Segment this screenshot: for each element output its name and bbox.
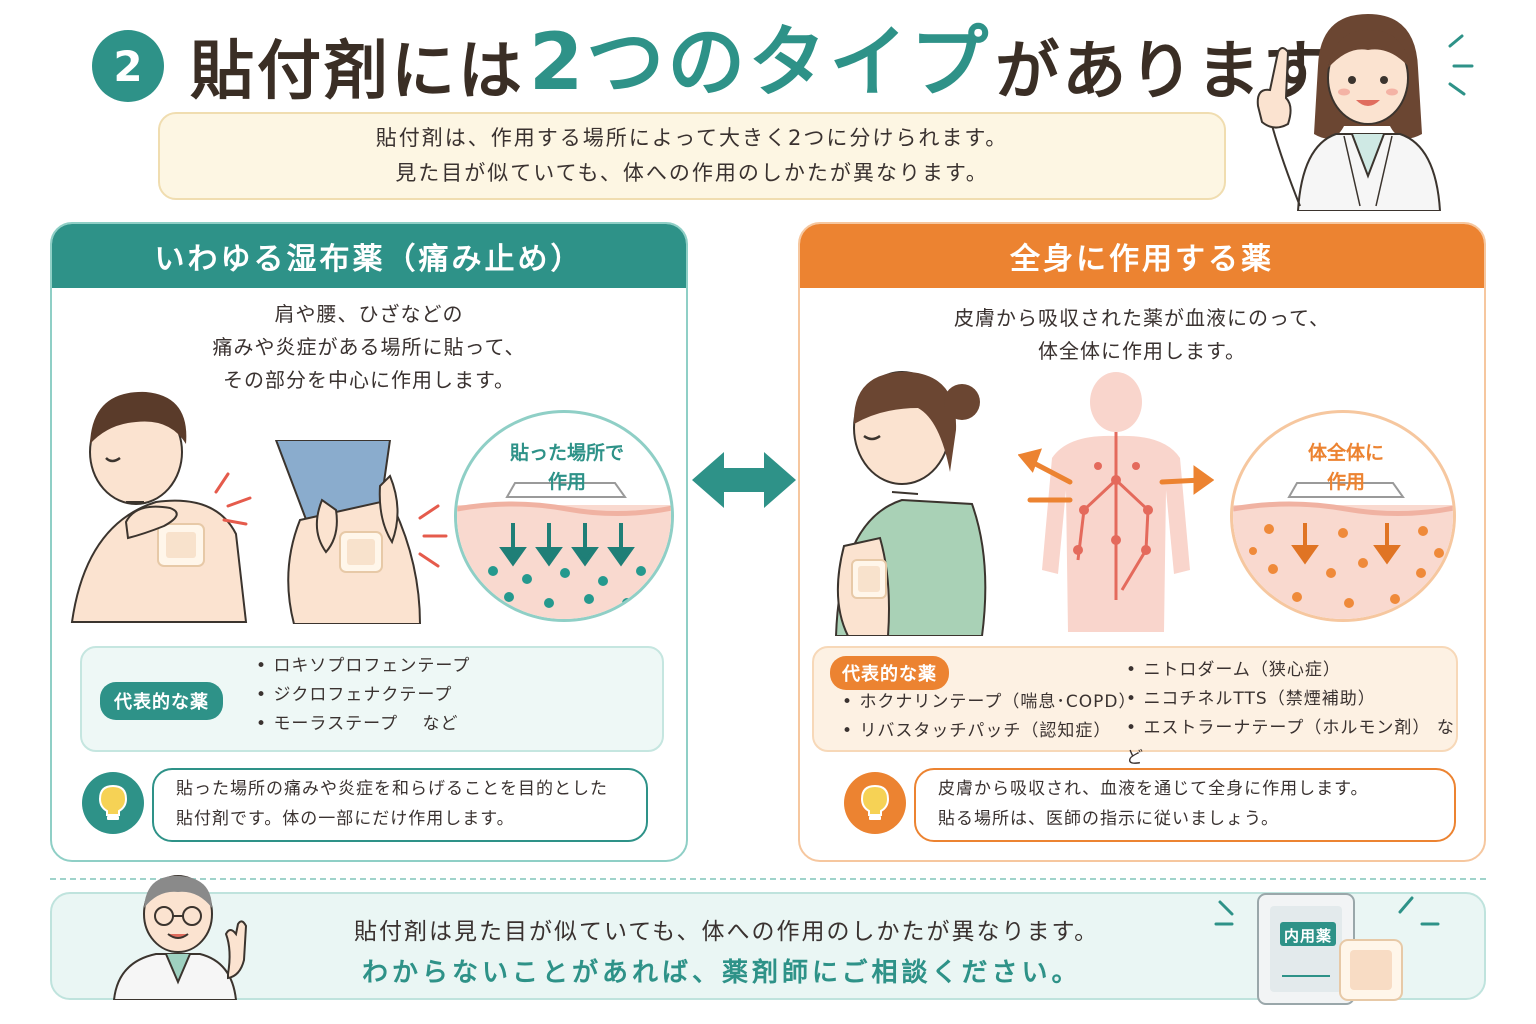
pharmacist-man-waving [112, 875, 248, 1000]
systemic-skin-circle: 体全体に 作用 [1230, 410, 1456, 622]
systemic-patch-description: 皮膚から吸収された薬が血液にのって、 体全体に作用します。 [800, 302, 1484, 368]
systemic-drug-item: ニコチネルTTS（禁煙補助） [1126, 685, 1456, 714]
systemic-circle-label: 体全体に 作用 [1233, 439, 1453, 496]
step-number-badge: 2 [92, 30, 164, 102]
local-desc-line-1: 肩や腰、ひざなどの [274, 302, 464, 326]
systemic-desc-line-2: 体全体に作用します。 [1038, 339, 1246, 363]
title-accent: 2つのタイプ [529, 18, 992, 108]
body-bloodstream-illustration [1018, 372, 1214, 632]
page-title: 貼付剤には 2つのタイプ があります [190, 18, 1330, 112]
local-tip-line-1: 貼った場所の痛みや炎症を和らげることを目的とした [176, 779, 608, 800]
systemic-drug-item: リバスタッチパッチ（認知症） [842, 717, 1137, 746]
local-circle-label-line-2: 作用 [547, 470, 586, 493]
local-tip-bubble: 貼った場所の痛みや炎症を和らげることを目的とした 貼付剤です。体の一部にだけ作用… [152, 768, 648, 842]
skin-crosssection-local-icon [457, 482, 671, 619]
local-skin-circle: 貼った場所で 作用 [454, 410, 674, 622]
local-circle-label-line-1: 貼った場所で [509, 442, 624, 464]
systemic-circle-label-line-1: 体全体に [1307, 442, 1384, 464]
lightbulb-icon [82, 772, 144, 834]
systemic-drug-item: ホクナリンテープ（喘息･COPD） [842, 688, 1137, 717]
local-drug-item: ジクロフェナクテープ [256, 681, 470, 710]
title-prefix: 貼付剤には [190, 35, 525, 109]
local-patch-description: 肩や腰、ひざなどの 痛みや炎症がある場所に貼って、 その部分を中心に作用します。 [52, 298, 686, 397]
local-drug-box: 代表的な薬 ロキソプロフェンテープ ジクロフェナクテープ モーラステープ など [80, 646, 664, 752]
local-desc-line-3: その部分を中心に作用します。 [223, 368, 515, 392]
systemic-tip-line-2: 貼る場所は、医師の指示に従いましょう。 [938, 809, 1279, 829]
section-divider [50, 878, 1486, 880]
woman-arm-patch-illustration [834, 371, 987, 636]
systemic-tip-bubble: 皮膚から吸収され、血液を通じて全身に作用します。 貼る場所は、医師の指示に従いま… [914, 768, 1456, 842]
systemic-drug-box: 代表的な薬 ホクナリンテープ（喘息･COPD） リバスタッチパッチ（認知症） ニ… [812, 646, 1458, 768]
man-shoulder-patch-illustration [70, 391, 252, 623]
knee-patch-illustration [274, 440, 448, 624]
pharmacist-woman-pointing [1256, 14, 1474, 211]
summary-box [50, 892, 1486, 1000]
intro-line-2: 見た目が似ていても、体への作用のしかたが異なります。 [395, 161, 989, 185]
local-tip-line-2: 貼付剤です。体の一部にだけ作用します。 [176, 809, 515, 829]
systemic-drug-list-col2: ニトロダーム（狭心症） ニコチネルTTS（禁煙補助） エストラーナテープ（ホルモ… [1126, 656, 1456, 773]
local-patch-panel: いわゆる湿布薬（痛み止め） 肩や腰、ひざなどの 痛みや炎症がある場所に貼って、 … [50, 222, 688, 862]
local-patch-heading: いわゆる湿布薬（痛み止め） [52, 224, 686, 288]
systemic-desc-line-1: 皮膚から吸収された薬が血液にのって、 [954, 306, 1330, 330]
systemic-patch-heading: 全身に作用する薬 [800, 224, 1484, 288]
double-arrow-icon [692, 452, 796, 508]
skin-crosssection-systemic-icon [1233, 482, 1453, 619]
lightbulb-icon [844, 772, 906, 834]
summary-line-2: わからないことがあれば、薬剤師にご相談ください。 [362, 958, 1082, 988]
systemic-patch-panel: 全身に作用する薬 皮膚から吸収された薬が血液にのって、 体全体に作用します。 [798, 222, 1486, 862]
systemic-drug-list-col1: ホクナリンテープ（喘息･COPD） リバスタッチパッチ（認知症） [842, 688, 1137, 746]
local-desc-line-2: 痛みや炎症がある場所に貼って、 [212, 335, 526, 359]
local-circle-label: 貼った場所で 作用 [457, 439, 671, 496]
local-drug-item: モーラステープ など [256, 710, 470, 739]
package-label: 内用薬 [1283, 927, 1332, 945]
systemic-drug-item: ニトロダーム（狭心症） [1126, 656, 1456, 685]
systemic-tip-line-1: 皮膚から吸収され、血液を通じて全身に作用します。 [938, 779, 1369, 800]
systemic-circle-label-line-2: 作用 [1326, 470, 1365, 493]
intro-line-1: 貼付剤は、作用する場所によって大きく2つに分けられます。 [375, 126, 1009, 151]
systemic-drug-item: エストラーナテープ（ホルモン剤） など [1126, 714, 1456, 772]
summary-line-1: 貼付剤は見た目が似ていても、体への作用のしかたが異なります。 [354, 919, 1100, 945]
medicine-package-icon [1214, 893, 1440, 1005]
systemic-drug-tag: 代表的な薬 [830, 656, 949, 690]
local-drug-item: ロキソプロフェンテープ [256, 652, 470, 681]
local-drug-tag: 代表的な薬 [100, 682, 223, 720]
local-drug-list: ロキソプロフェンテープ ジクロフェナクテープ モーラステープ など [256, 652, 470, 740]
intro-box: 貼付剤は、作用する場所によって大きく2つに分けられます。 見た目が似ていても、体… [158, 112, 1226, 200]
